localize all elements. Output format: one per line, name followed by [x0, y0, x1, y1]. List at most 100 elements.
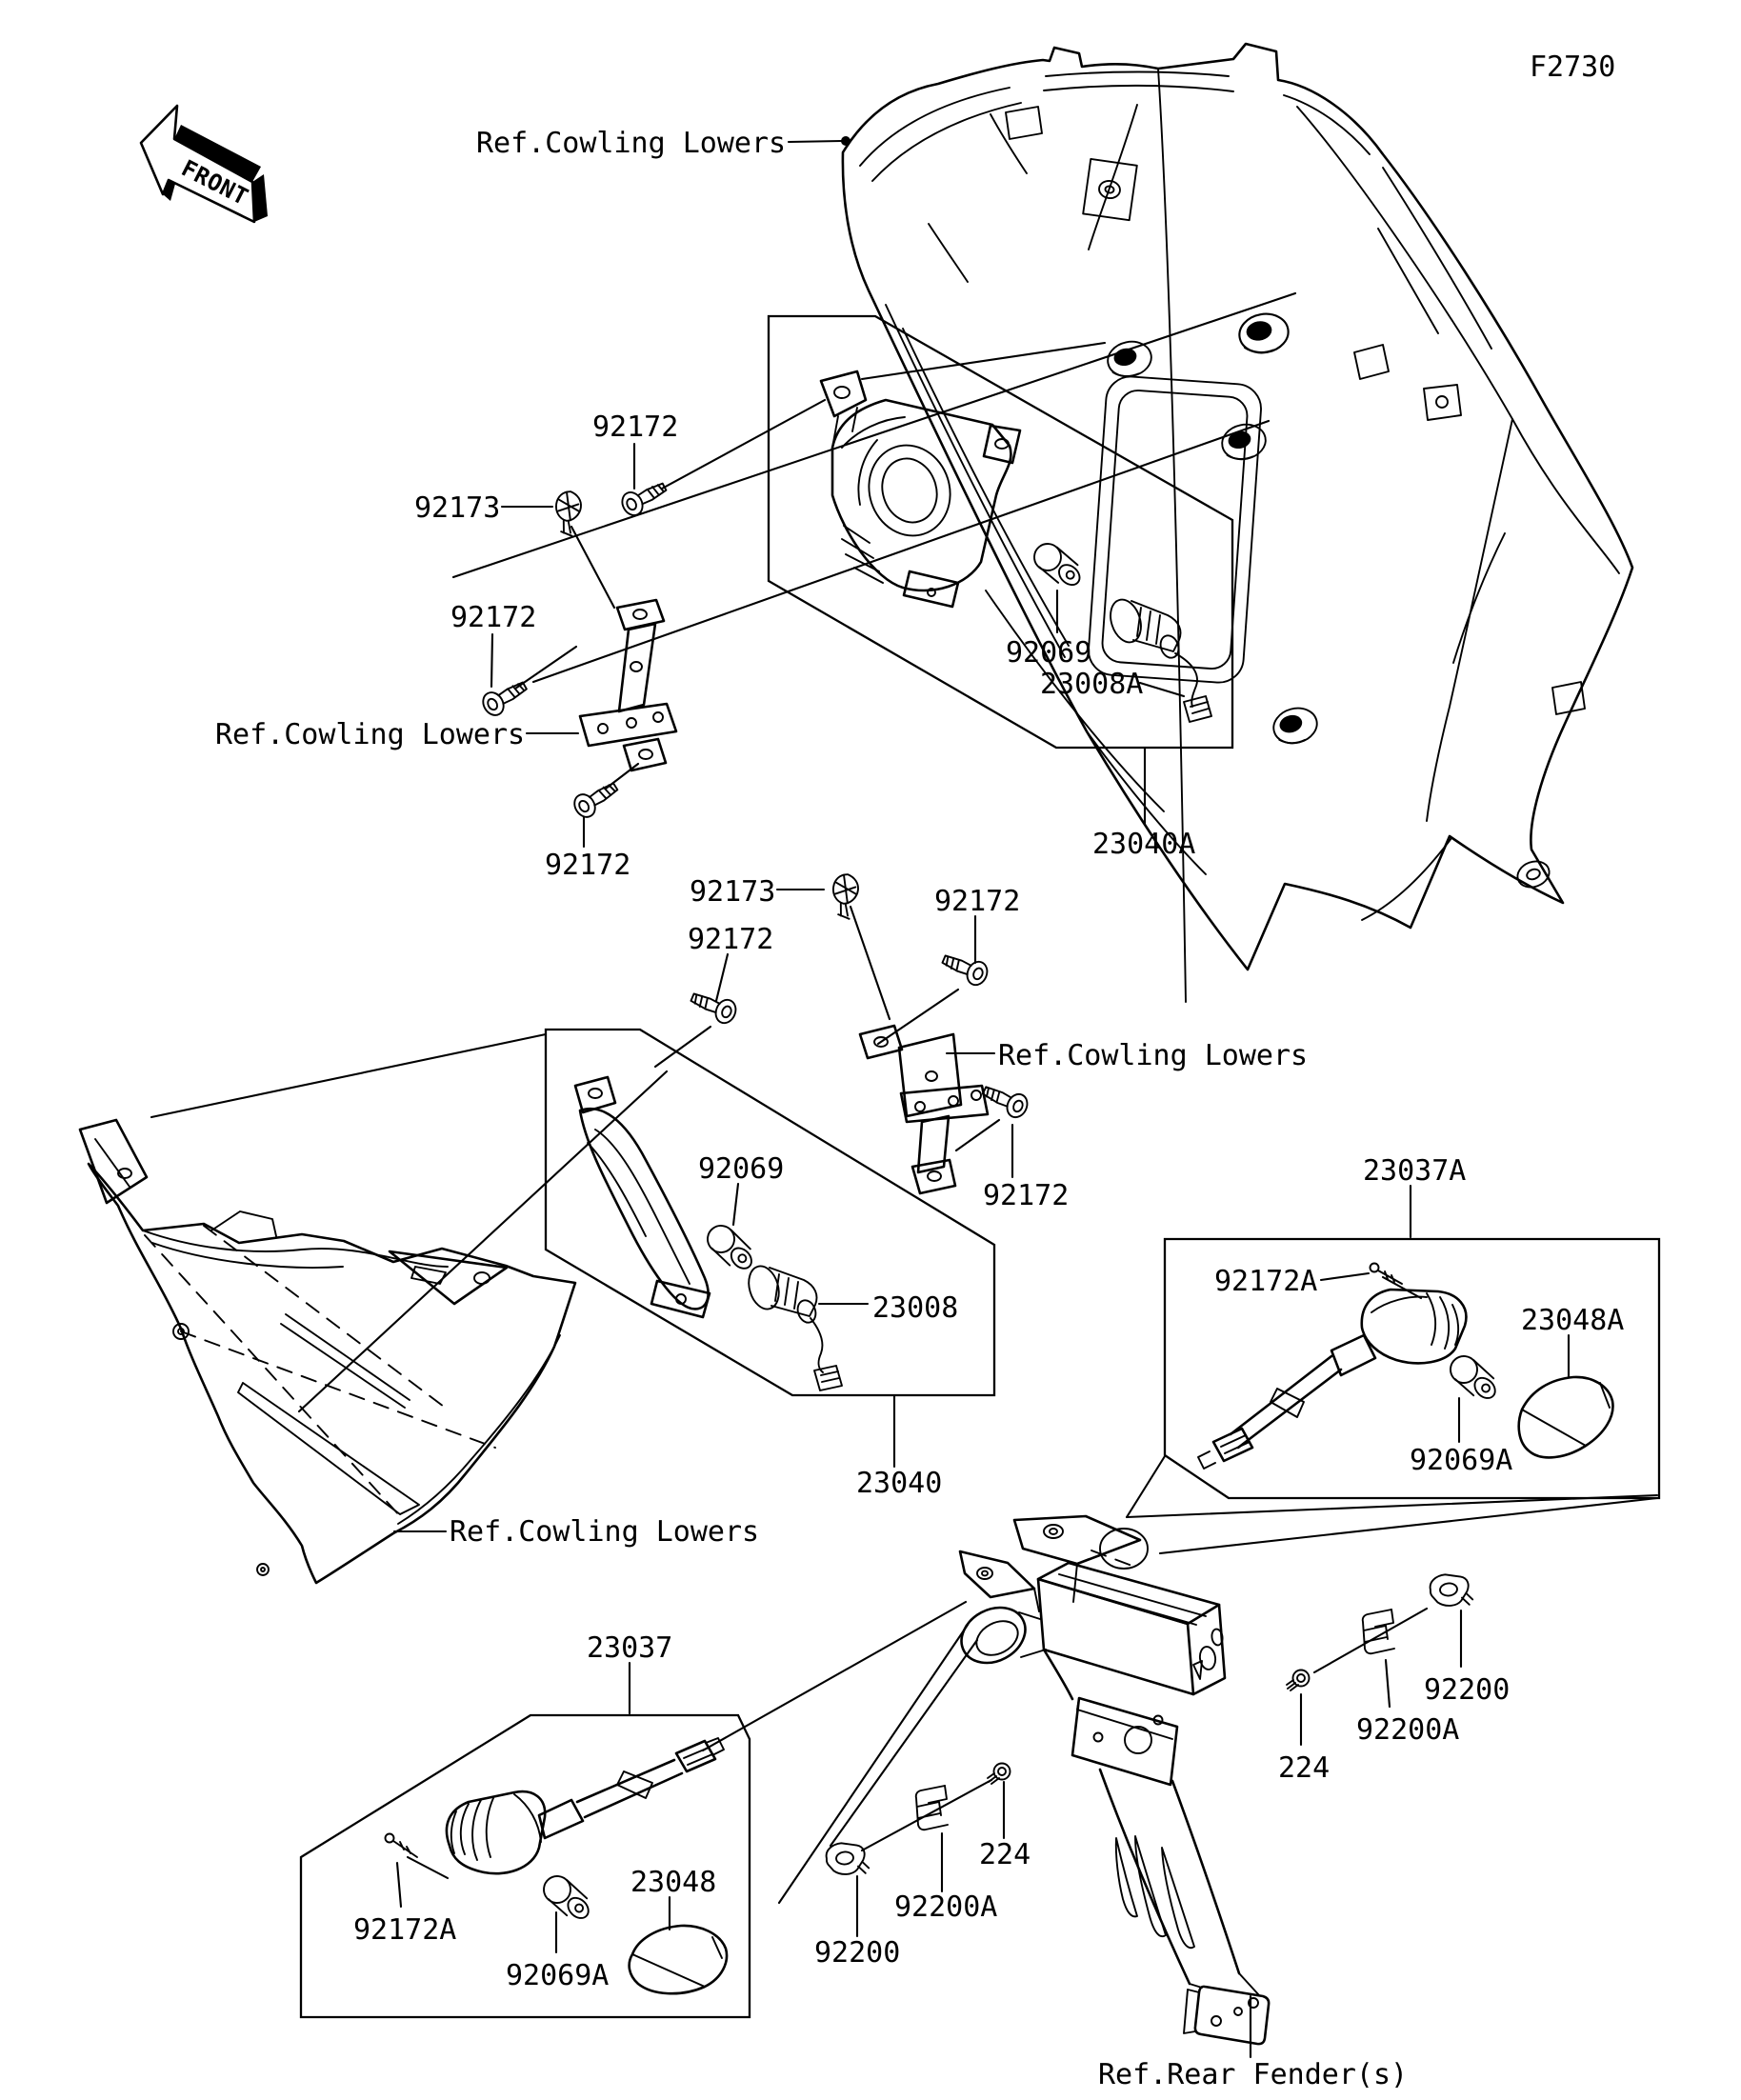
front-signal-right-drawing-stroke-80: [819, 370, 868, 418]
relation-line-4: [297, 1070, 669, 1413]
mount-bracket-upper: [578, 598, 678, 772]
rear-fender-drawing-stroke-231: [1211, 1628, 1224, 1647]
cowling-lowers-panel-drawing-stroke-131: [180, 1330, 496, 1449]
rear-fender-drawing-stroke-218: [958, 1550, 1036, 1599]
clip-92173-icon-2: [828, 871, 861, 921]
leader-line-19: [395, 1861, 403, 1909]
mount-bracket-lower: [858, 1024, 990, 1195]
screw-92172A-icon-1: [384, 1832, 418, 1858]
mount-bracket-upper-stroke-97: [630, 661, 643, 672]
front-signal-right-drawing-stroke-90: [841, 525, 884, 584]
upper-cowling-drawing-stroke-55-stroke-57: [1098, 180, 1121, 199]
rear-signal-left-drawing-stroke-179: [575, 1758, 684, 1819]
mount-bracket-lower-stroke-156: [911, 1158, 957, 1195]
upper-cowling-drawing-stroke-42: [1283, 94, 1371, 155]
front-signal-right-drawing-stroke-91: [902, 570, 960, 609]
leader-endpoint-dot: [841, 136, 850, 146]
relation-line-7: [829, 1638, 979, 1848]
relation-line-13: [1381, 1275, 1423, 1300]
bulb-92069A-icon-2: [1446, 1353, 1504, 1405]
lens-23048-icon: [628, 1924, 729, 1995]
lens-23048-icon-stroke-191: [711, 1936, 723, 1959]
rear-fender-drawing-stroke-213: [1012, 1514, 1142, 1566]
rear-fender-drawing: [958, 1514, 1271, 2046]
screw-92172A-icon-1-stroke-186: [392, 1840, 418, 1858]
relation-line-17: [604, 762, 640, 790]
mount-bracket-upper-stroke-94: [615, 598, 666, 631]
leader-line-0: [787, 139, 844, 144]
front-arrow-head-shadow: [163, 180, 175, 201]
cowling-lowers-panel-drawing-stroke-120: [94, 1138, 130, 1188]
socket-23008A-icon-stroke-111: [1131, 600, 1182, 652]
screw-92172-icon-4: [687, 985, 741, 1028]
rear-signal-left-drawing-stroke-180: [616, 1770, 653, 1799]
front-signal-left-drawing-stroke-140: [588, 1088, 603, 1099]
part-label-92200A-l: 92200A: [894, 1890, 997, 1924]
leader-line-3: [490, 632, 494, 689]
front-signal-right-drawing-stroke-81: [833, 386, 850, 399]
cowling-lowers-panel-drawing-stroke-128: [210, 1210, 277, 1237]
rear-signal-right-drawing-stroke-202: [1220, 1434, 1251, 1454]
relation-line-5: [701, 1600, 968, 1752]
front-arrow-side-face: [252, 174, 268, 222]
socket-23008-icon-stroke-165: [769, 1267, 818, 1317]
upper-cowling-drawing-stroke-55-stroke-58: [1104, 185, 1115, 194]
part-label-92069-2: 92069: [698, 1152, 784, 1186]
upper-cowling-drawing-stroke-62: [1235, 309, 1292, 358]
rear-fender-drawing-stroke-248: [1189, 1972, 1260, 1996]
part-label-92200-l: 92200: [814, 1936, 900, 1970]
lens-23048A-icon: [1517, 1375, 1614, 1459]
mount-bracket-upper-stroke-98: [578, 702, 678, 748]
rear-signal-right-drawing: [1197, 1288, 1468, 1470]
part-label-92172-4: 92172: [688, 923, 773, 956]
rear-fender-drawing-stroke-235: [1092, 1731, 1104, 1743]
part-label-92172A-2: 92172A: [1214, 1265, 1317, 1298]
relation-line-2: [860, 341, 1107, 381]
upper-cowling-drawing-stroke-39: [871, 102, 1022, 182]
front-signal-right-drawing-stroke-87: [857, 439, 878, 506]
part-label-92172-6: 92172: [983, 1179, 1069, 1212]
rear-fender-drawing-stroke-224: [1018, 1611, 1047, 1658]
mount-bracket-lower-stroke-153: [948, 1095, 959, 1107]
leader-line-10: [714, 952, 730, 1003]
part-label-224-l: 224: [979, 1838, 1031, 1871]
rear-signal-right-drawing-stroke-198: [1330, 1333, 1377, 1377]
cowling-lowers-panel-drawing-stroke-119: [117, 1168, 132, 1179]
relation-line-18: [653, 1025, 712, 1069]
mount-bracket-upper-stroke-101: [652, 711, 664, 723]
upper-cowling-drawing-stroke-43: [1157, 68, 1187, 1003]
mount-bracket-upper-stroke-96: [617, 622, 657, 713]
upper-cowling-drawing-stroke-68: [1516, 860, 1551, 889]
rear-signal-right-drawing-stroke-196: [1451, 1304, 1460, 1346]
mount-bracket-lower-stroke-152: [914, 1101, 926, 1112]
part-label-92069A-2: 92069A: [1410, 1444, 1512, 1477]
rear-fender-drawing-stroke-234: [1124, 1726, 1152, 1754]
upper-cowling-drawing-stroke-59: [1005, 106, 1043, 140]
upper-cowling-drawing-stroke-55-stroke-56: [1082, 157, 1138, 222]
front-signal-left-drawing-stroke-142: [594, 1129, 690, 1285]
rear-signal-right-drawing-stroke-197: [1371, 1295, 1428, 1313]
part-label-ref-fender: Ref.Rear Fender(s): [1098, 2058, 1408, 2091]
rear-signal-left-drawing-stroke-181: [674, 1739, 717, 1773]
leader-line-14: [731, 1182, 740, 1227]
part-label-23048A: 23048A: [1521, 1304, 1624, 1337]
cowling-lowers-panel-drawing-stroke-118: [78, 1118, 149, 1205]
front-signal-left-drawing-stroke-144: [650, 1279, 711, 1319]
relation-line-14: [406, 1855, 450, 1880]
socket-23008-icon: [748, 1265, 843, 1391]
part-label-92172A-1: 92172A: [353, 1913, 456, 1947]
relation-line-19: [876, 988, 960, 1046]
rear-signal-right-drawing-stroke-201: [1211, 1427, 1254, 1463]
group-box-23037: [299, 1713, 751, 2019]
rear-signal-right-drawing-stroke-200: [1270, 1388, 1305, 1418]
leader-lines: [392, 139, 1571, 2059]
rear-fender-drawing-stroke-222: [960, 1606, 1027, 1665]
cowling-lowers-panel-drawing-stroke-132: [237, 1382, 420, 1515]
rear-fender-drawing-stroke-215: [1049, 1528, 1058, 1535]
mount-bracket-lower-stroke-155: [916, 1114, 951, 1174]
part-label-92173-2: 92173: [690, 875, 775, 909]
part-label-92172-2: 92172: [450, 601, 536, 634]
rear-fender-drawing-stroke-228: [1050, 1573, 1207, 1626]
cowling-lowers-panel-drawing-stroke-136: [256, 1563, 270, 1576]
